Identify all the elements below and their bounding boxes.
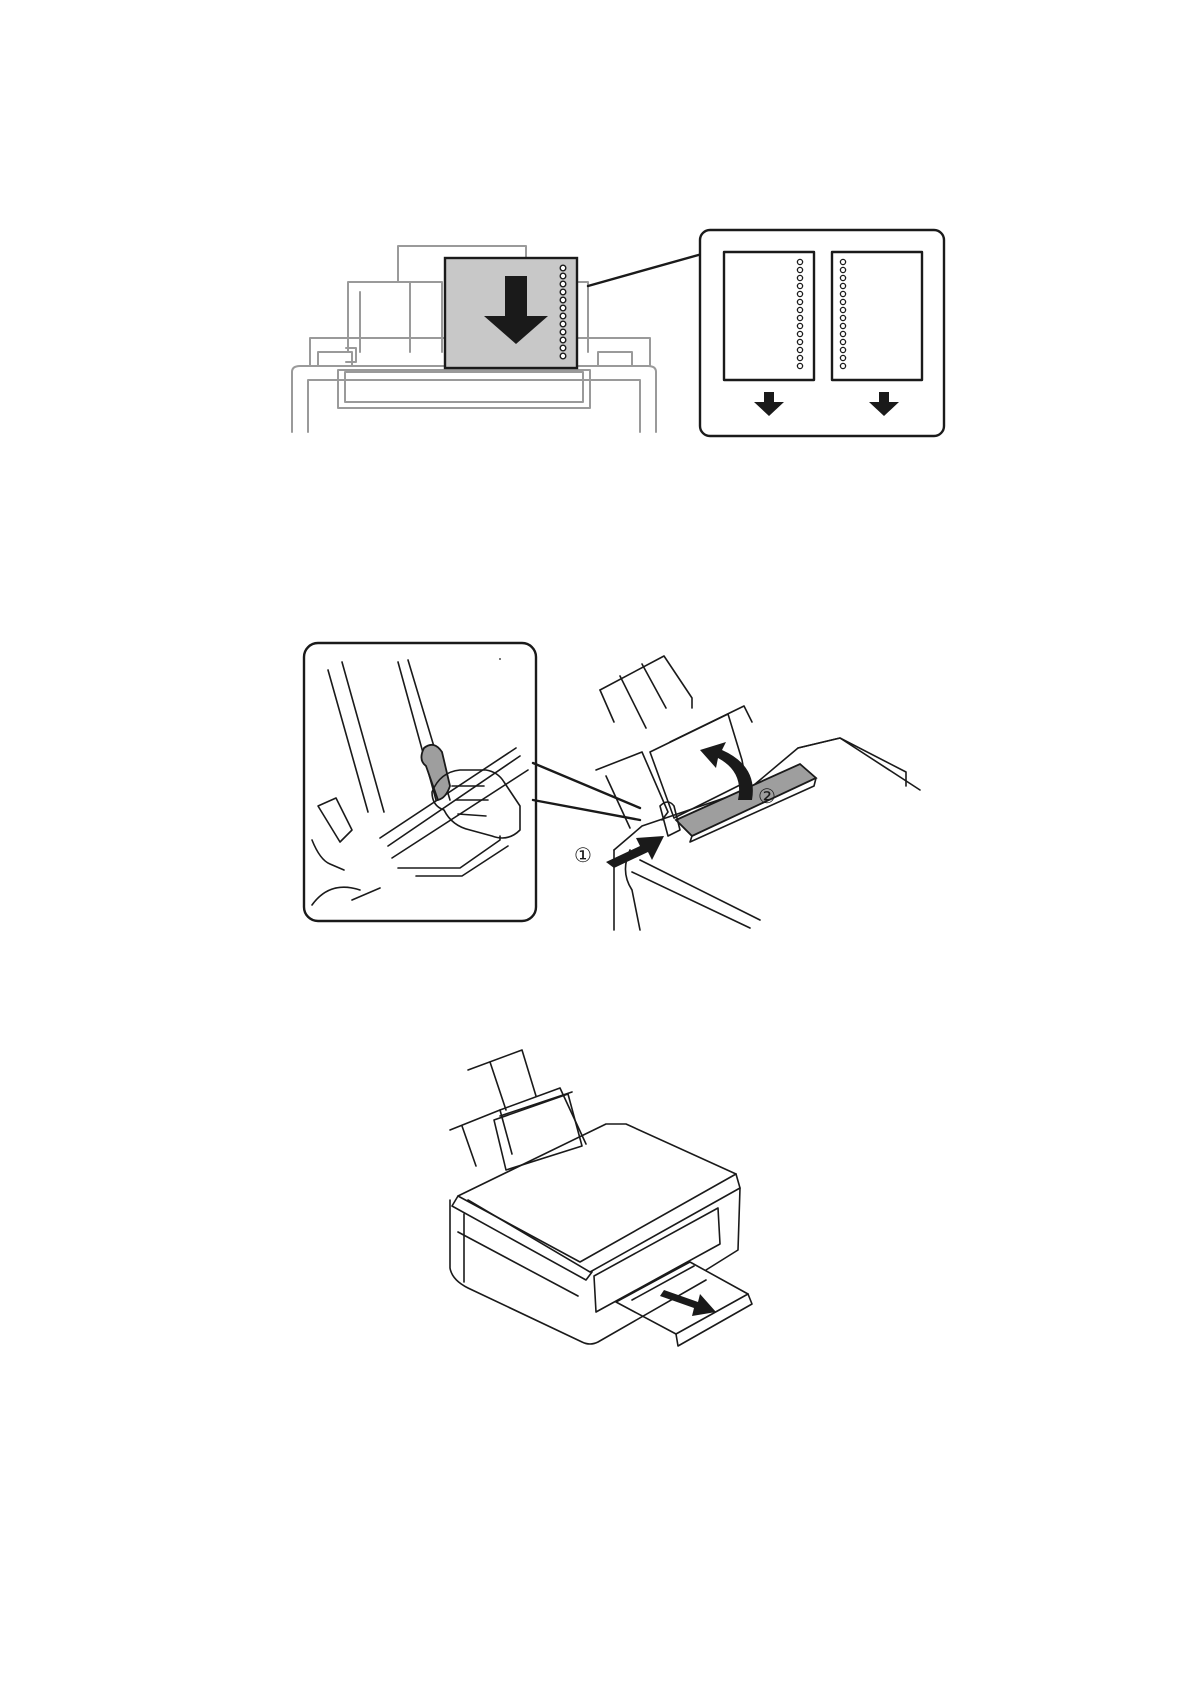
step-1-label: ① <box>574 843 592 867</box>
figure-edge-guide-feeder-guard: ① ② <box>0 600 1190 980</box>
load-punched-paper-illustration <box>0 0 1190 460</box>
figure-output-tray <box>0 1020 1190 1400</box>
callout-box <box>700 230 944 436</box>
printer-output-tray-illustration <box>0 1020 1190 1400</box>
edge-guide-feeder-guard-illustration: ① ② <box>0 600 1190 980</box>
callout-pointer-top <box>533 763 640 808</box>
punched-paper-sheet <box>445 258 577 368</box>
callout-pointer <box>588 254 702 286</box>
pull-arrow-icon <box>660 1290 716 1316</box>
step-2-label: ② <box>758 784 776 808</box>
figure-load-punched-paper <box>0 0 1190 460</box>
inset-callout-box <box>304 643 536 921</box>
callout-pointer-bottom <box>533 800 640 820</box>
